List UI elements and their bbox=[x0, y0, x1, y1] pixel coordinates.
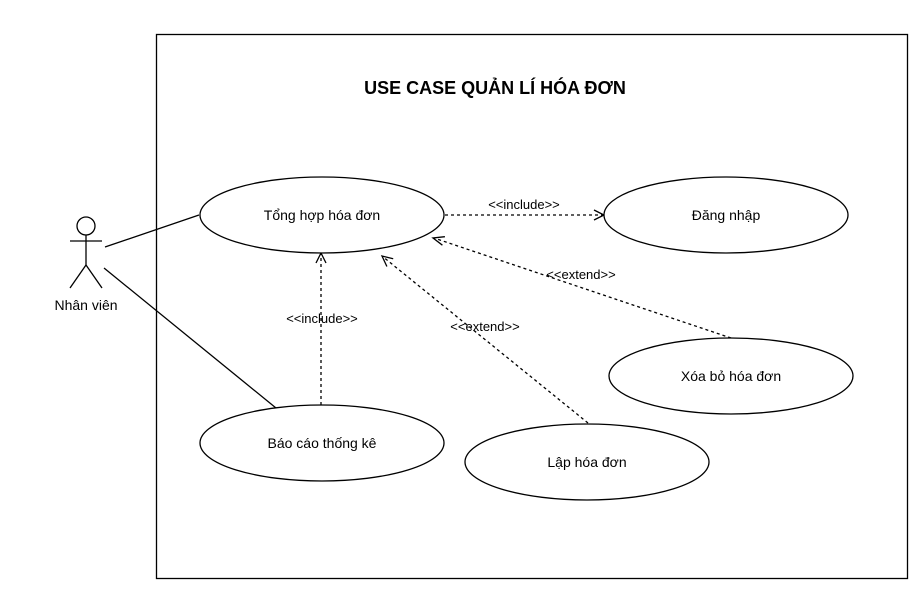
extend-arrowhead-lap bbox=[380, 255, 394, 267]
use-case-label: Lập hóa đơn bbox=[547, 454, 626, 470]
use-case-bao-cao-thong-ke[interactable]: Báo cáo thống kê bbox=[199, 404, 445, 482]
use-case-label: Báo cáo thống kê bbox=[268, 435, 377, 451]
use-case-ellipse bbox=[464, 423, 710, 501]
use-case-ellipse bbox=[199, 404, 445, 482]
use-case-xoa-bo-hoa-don[interactable]: Xóa bỏ hóa đơn bbox=[608, 337, 854, 415]
use-case-label: Tổng hợp hóa đơn bbox=[264, 207, 380, 223]
actor-left-leg bbox=[69, 264, 87, 289]
system-boundary bbox=[155, 33, 909, 580]
use-case-dang-nhap[interactable]: Đăng nhập bbox=[603, 176, 849, 254]
actor-right-leg bbox=[85, 264, 103, 289]
use-case-ellipse bbox=[603, 176, 849, 254]
include-label-bao-cao: <<include>> bbox=[286, 311, 358, 326]
diagram-title: USE CASE QUẢN LÍ HÓA ĐƠN bbox=[364, 77, 626, 98]
extend-arrow-lap bbox=[381, 255, 589, 424]
extend-arrowhead-xoa-bo bbox=[431, 236, 445, 246]
include-label-dang-nhap: <<include>> bbox=[488, 197, 560, 212]
use-case-tong-hop-hoa-don[interactable]: Tổng hợp hóa đơn bbox=[199, 176, 445, 254]
use-case-ellipse bbox=[199, 176, 445, 254]
association-actor-tong-hop bbox=[104, 214, 200, 248]
actor-figure[interactable] bbox=[69, 216, 103, 289]
extend-label-xoa-bo: <<extend>> bbox=[546, 267, 615, 282]
use-case-label: Đăng nhập bbox=[692, 207, 761, 223]
use-case-lap-hoa-don[interactable]: Lập hóa đơn bbox=[464, 423, 710, 501]
use-case-label: Xóa bỏ hóa đơn bbox=[681, 368, 781, 384]
use-case-ellipse bbox=[608, 337, 854, 415]
association-actor-bao-cao bbox=[103, 267, 277, 409]
actor-label: Nhân viên bbox=[54, 297, 117, 313]
actor-head bbox=[76, 216, 96, 236]
extend-arrow-xoa-bo bbox=[433, 237, 732, 339]
extend-label-lap: <<extend>> bbox=[450, 319, 519, 334]
